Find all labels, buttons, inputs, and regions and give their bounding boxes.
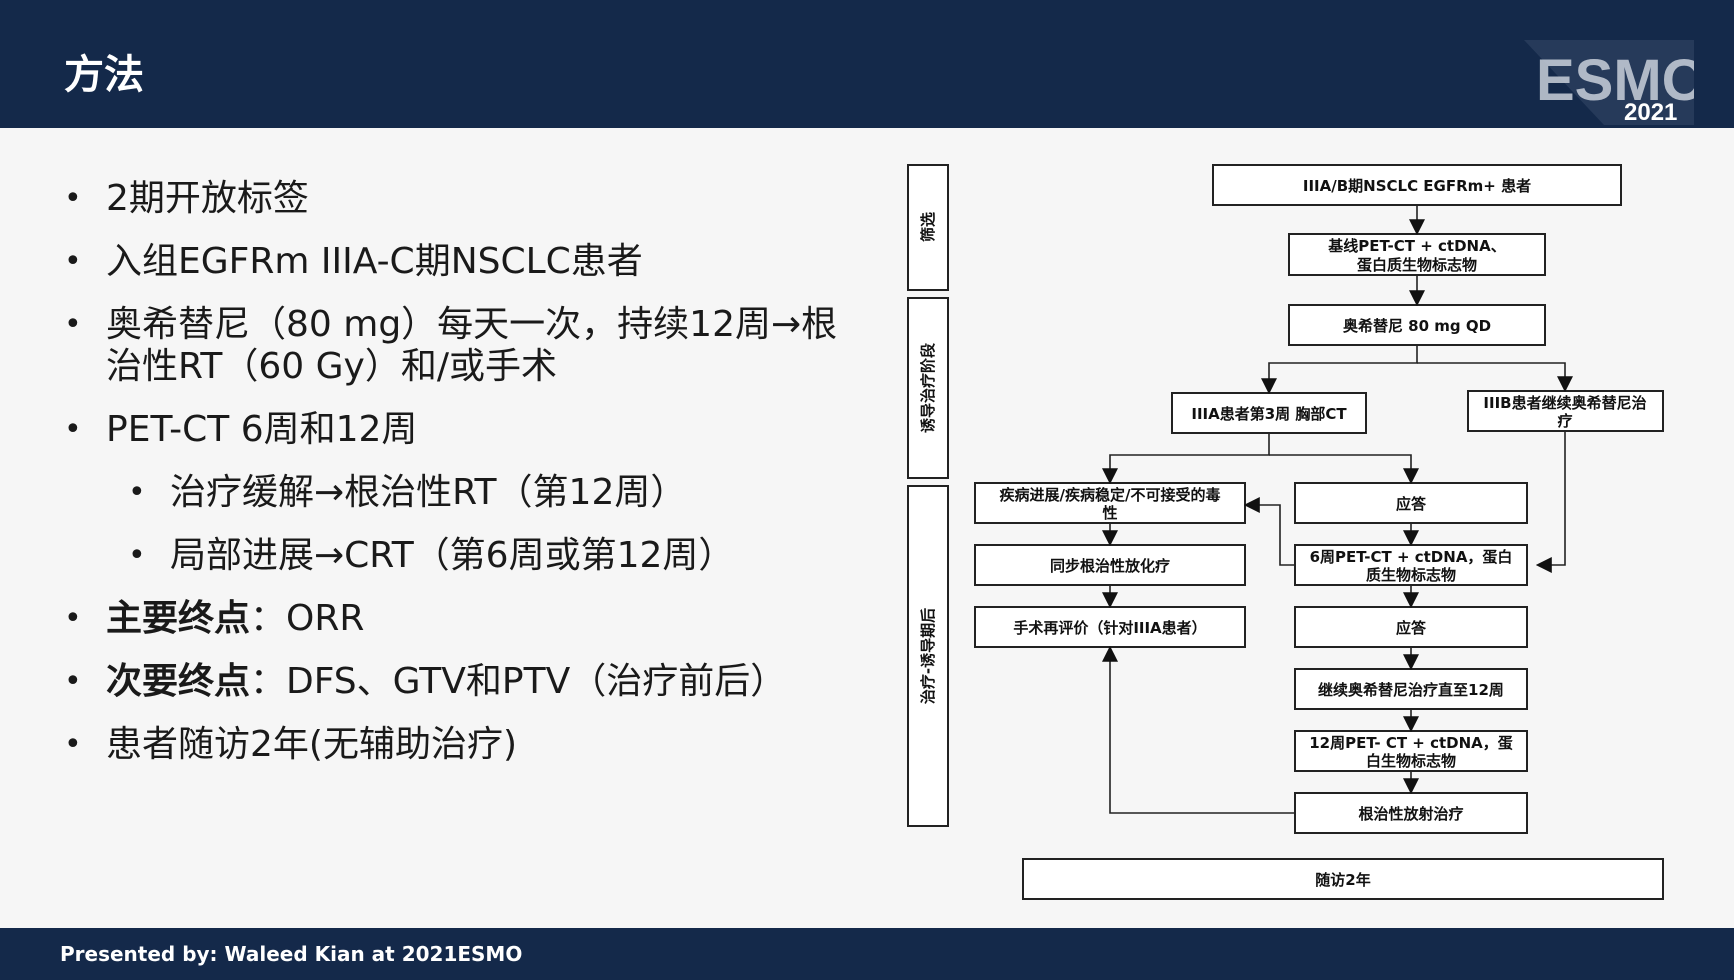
- svg-text:蛋白质生物标志物: 蛋白质生物标志物: [1357, 256, 1477, 274]
- box-radical-rt: 根治性放射治疗: [1294, 792, 1528, 834]
- box-continue: 继续奥希替尼治疗直至12周: [1294, 668, 1528, 710]
- bullet-item: 次要终点：DFS、GTV和PTV（治疗前后）: [60, 661, 900, 703]
- box-pet6: 6周PET-CT + ctDNA，蛋白 质生物标志物: [1294, 544, 1528, 586]
- box-followup: 随访2年: [1022, 858, 1664, 900]
- phase-post: 治疗-诱导期后: [907, 485, 949, 827]
- bullet-item: 患者随访2年(无辅助治疗): [60, 724, 900, 766]
- presenter-credit: Presented by: Waleed Kian at 2021ESMO: [60, 942, 523, 966]
- logo-year: 2021: [1624, 99, 1677, 125]
- svg-text:同步根治性放化疗: 同步根治性放化疗: [1050, 557, 1170, 575]
- study-flowchart: 筛选 诱导治疗阶段 治疗-诱导期后 IIIA/B期NSCLC EGFRm+ 患者…: [907, 164, 1664, 900]
- box-response-1: 应答: [1294, 482, 1528, 524]
- svg-text:手术再评价（针对IIIA患者）: 手术再评价（针对IIIA患者）: [1013, 619, 1206, 637]
- svg-text:根治性放射治疗: 根治性放射治疗: [1358, 805, 1463, 823]
- svg-text:白生物标志物: 白生物标志物: [1366, 752, 1456, 770]
- svg-text:继续奥希替尼治疗直至12周: 继续奥希替尼治疗直至12周: [1318, 681, 1504, 699]
- box-surgery: 手术再评价（针对IIIA患者）: [974, 606, 1246, 648]
- phase-induction-label: 诱导治疗阶段: [919, 343, 937, 433]
- header-bar: 方法 ESMO 2021: [0, 0, 1734, 128]
- svg-text:IIIB患者继续奥希替尼治: IIIB患者继续奥希替尼治: [1483, 394, 1646, 412]
- box-iiib: IIIB患者继续奥希替尼治 疗: [1467, 390, 1664, 432]
- sub-bullet-item: 治疗缓解→根治性RT（第12周）: [124, 472, 900, 514]
- box-osimertinib: 奥希替尼 80 mg QD: [1288, 304, 1546, 346]
- svg-text:应答: 应答: [1396, 495, 1427, 513]
- bullet-item: 主要终点：ORR: [60, 598, 900, 640]
- svg-text:IIIA/B期NSCLC EGFRm+ 患者: IIIA/B期NSCLC EGFRm+ 患者: [1303, 177, 1531, 195]
- flow-connectors: [1102, 205, 1573, 814]
- svg-text:12周PET- CT + ctDNA，蛋: 12周PET- CT + ctDNA，蛋: [1309, 734, 1513, 752]
- phase-screening-label: 筛选: [919, 212, 937, 242]
- box-patients: IIIA/B期NSCLC EGFRm+ 患者: [1212, 164, 1622, 206]
- box-progression: 疾病进展/疾病稳定/不可接受的毒 性: [974, 482, 1246, 524]
- box-response-2: 应答: [1294, 606, 1528, 648]
- svg-text:6周PET-CT + ctDNA，蛋白: 6周PET-CT + ctDNA，蛋白: [1310, 548, 1513, 566]
- bullet-item: 奥希替尼（80 mg）每天一次，持续12周→根治性RT（60 Gy）和/或手术: [60, 304, 900, 388]
- bullet-list: 2期开放标签 入组EGFRm IIIA-C期NSCLC患者 奥希替尼（80 mg…: [60, 178, 900, 787]
- box-pet12: 12周PET- CT + ctDNA，蛋 白生物标志物: [1294, 730, 1528, 772]
- svg-text:疾病进展/疾病稳定/不可接受的毒: 疾病进展/疾病稳定/不可接受的毒: [1000, 486, 1221, 504]
- box-baseline: 基线PET-CT + ctDNA、 蛋白质生物标志物: [1288, 233, 1546, 276]
- footer-bar: Presented by: Waleed Kian at 2021ESMO: [0, 928, 1734, 980]
- logo-text: ESMO: [1536, 48, 1694, 113]
- svg-text:性: 性: [1102, 504, 1117, 522]
- svg-text:基线PET-CT + ctDNA、: 基线PET-CT + ctDNA、: [1327, 237, 1505, 255]
- sub-bullet-item: 局部进展→CRT（第6周或第12周）: [124, 535, 900, 577]
- esmo-logo: ESMO 2021: [1524, 40, 1694, 125]
- phase-screening: 筛选: [907, 164, 949, 291]
- box-crt: 同步根治性放化疗: [974, 544, 1246, 586]
- svg-text:IIIA患者第3周 胸部CT: IIIA患者第3周 胸部CT: [1191, 405, 1347, 423]
- box-iiia-ct: IIIA患者第3周 胸部CT: [1171, 392, 1367, 434]
- bullet-item: 入组EGFRm IIIA-C期NSCLC患者: [60, 241, 900, 283]
- bullet-item: 2期开放标签: [60, 178, 900, 220]
- svg-text:应答: 应答: [1396, 619, 1427, 637]
- svg-text:疗: 疗: [1557, 412, 1572, 430]
- svg-text:随访2年: 随访2年: [1315, 871, 1370, 889]
- phase-post-label: 治疗-诱导期后: [919, 608, 937, 704]
- page-title: 方法: [64, 52, 144, 98]
- phase-induction: 诱导治疗阶段: [907, 297, 949, 479]
- svg-text:质生物标志物: 质生物标志物: [1366, 566, 1456, 584]
- bullet-item: PET-CT 6周和12周: [60, 409, 900, 451]
- svg-text:奥希替尼 80 mg QD: 奥希替尼 80 mg QD: [1343, 317, 1491, 335]
